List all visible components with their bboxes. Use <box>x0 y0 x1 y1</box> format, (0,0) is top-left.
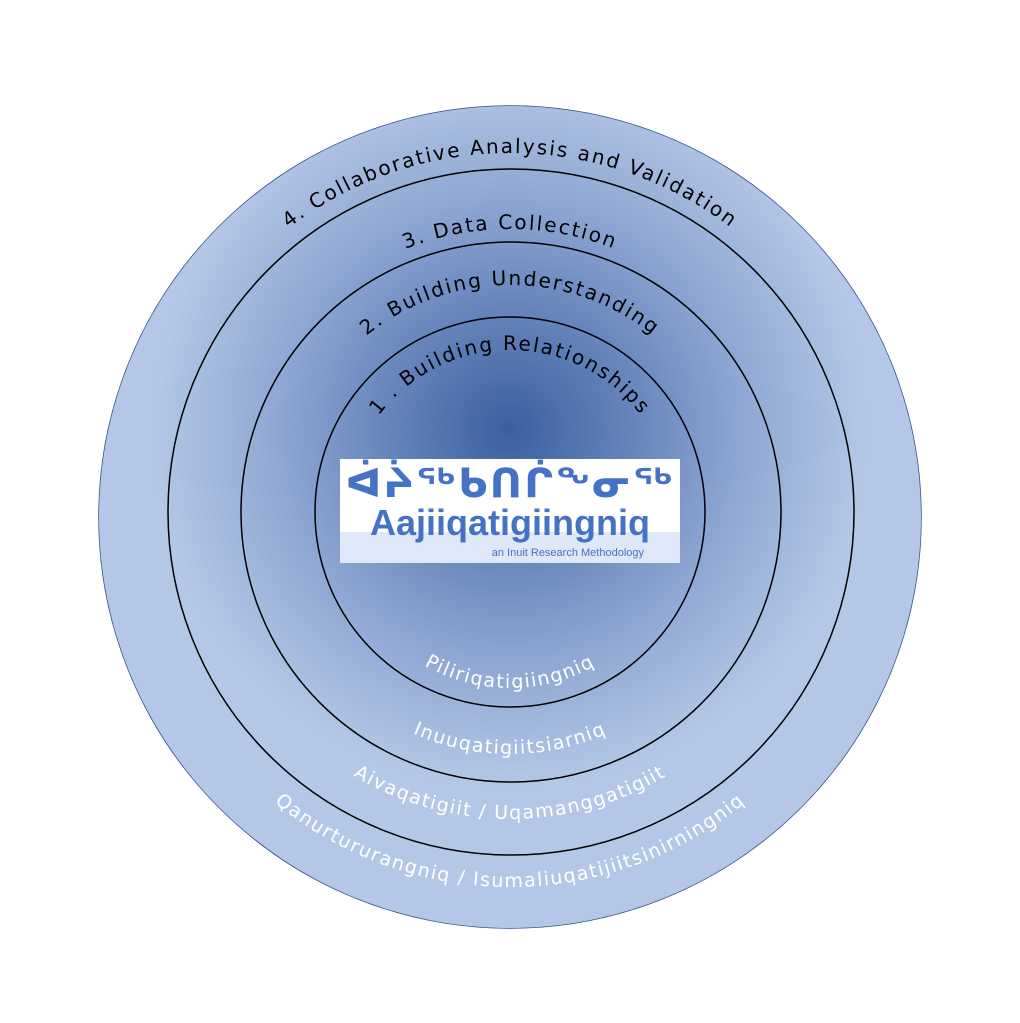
logo-name: Aajiiqatigiingniq <box>370 502 650 543</box>
logo-subtitle: an Inuit Research Methodology <box>491 547 644 559</box>
ring-3 <box>167 168 855 856</box>
ring-2 <box>240 241 782 783</box>
ring-1 <box>314 316 706 708</box>
aajiiqatigiingniq-logo: ᐋᔩᖅᑲᑎᒌᖕᓂᖅ Aajiiqatigiingniq an Inuit Res… <box>340 459 680 563</box>
logo-syllabics: ᐋᔩᖅᑲᑎᒌᖕᓂᖅ <box>345 461 675 507</box>
